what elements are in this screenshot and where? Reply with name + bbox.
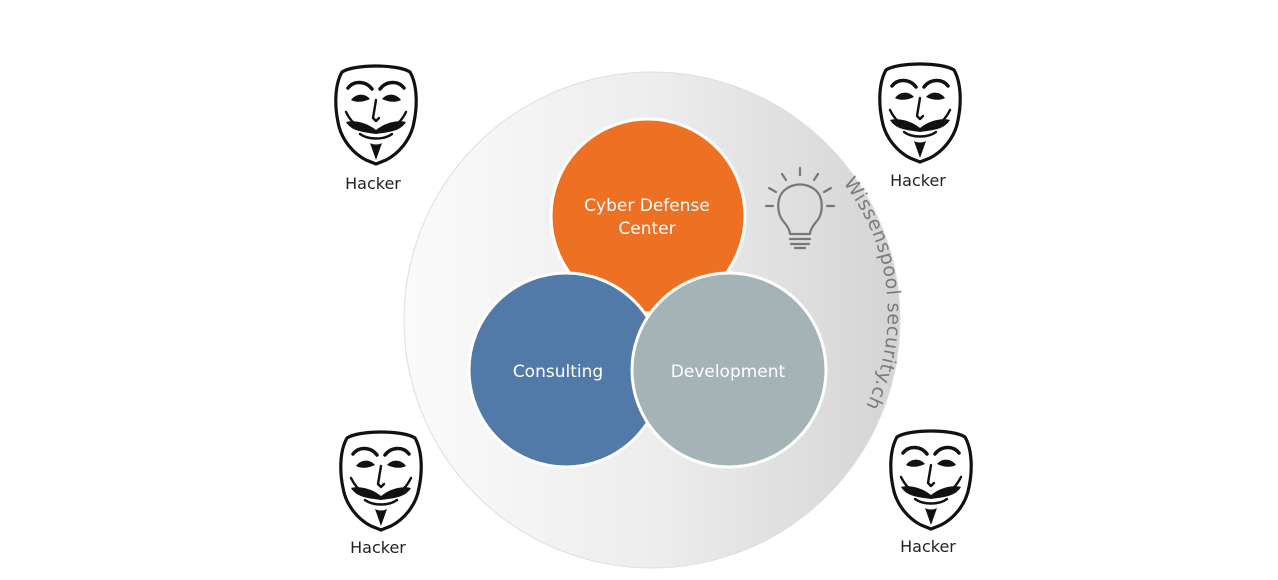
- guy-fawkes-mask-icon: [878, 62, 962, 164]
- guy-fawkes-mask-icon: [339, 430, 423, 532]
- hacker-top-right: Hacker: [878, 62, 962, 190]
- guy-fawkes-mask-icon: [889, 429, 973, 531]
- guy-fawkes-mask-icon: [334, 64, 418, 166]
- cyber-defense-label-line1: Cyber Defense: [584, 196, 710, 216]
- hacker-label: Hacker: [345, 174, 401, 193]
- hacker-bottom-left: Hacker: [339, 430, 423, 557]
- development-circle: [630, 271, 828, 469]
- cyber-defense-label-line2: Center: [618, 219, 675, 239]
- cyber-defense-circle: [549, 117, 747, 315]
- development-label: Development: [671, 362, 786, 382]
- hacker-label: Hacker: [900, 537, 956, 556]
- hacker-top-left: Hacker: [334, 64, 418, 193]
- lightbulb-icon: [764, 166, 836, 250]
- hacker-bottom-right: Hacker: [889, 429, 973, 556]
- hacker-label: Hacker: [350, 538, 406, 557]
- consulting-label: Consulting: [513, 362, 603, 382]
- hacker-label: Hacker: [890, 171, 946, 190]
